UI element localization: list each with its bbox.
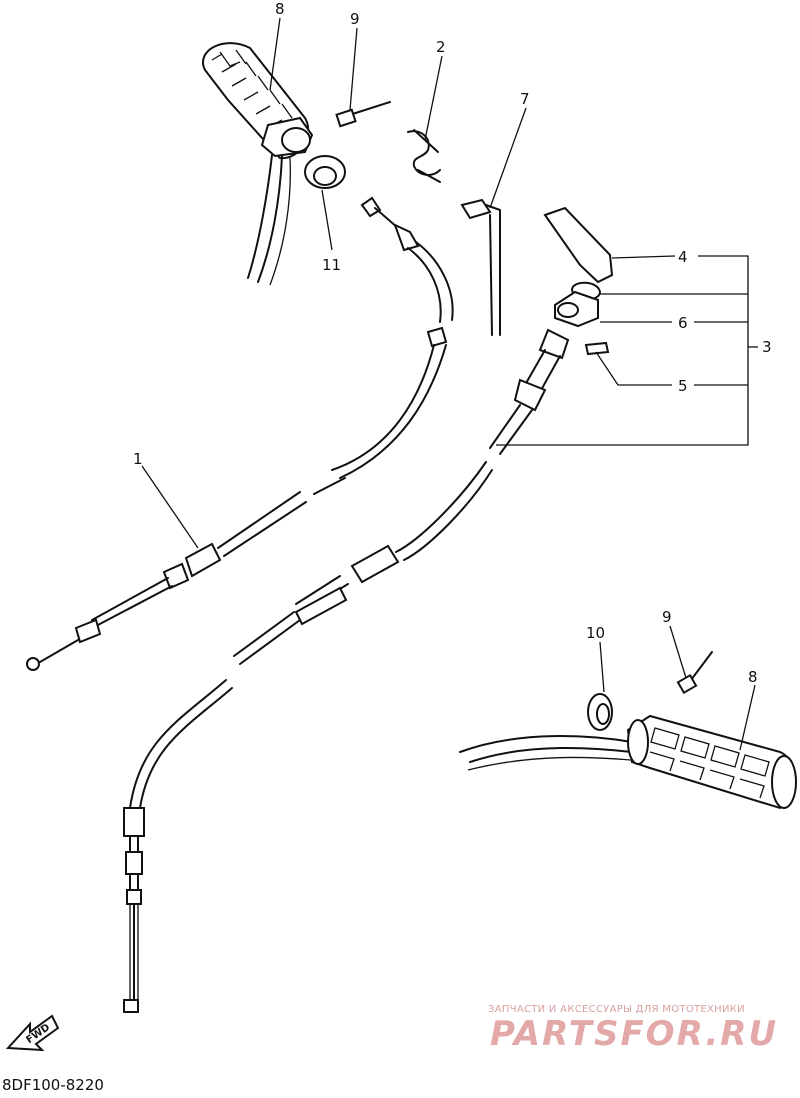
diagram-code: 8DF100-8220 [2, 1076, 104, 1094]
ring-11 [304, 155, 346, 189]
right-grip [459, 714, 797, 810]
callout-1: 1 [133, 450, 143, 468]
callout-2: 2 [436, 38, 446, 56]
cable-3 [123, 328, 570, 1013]
clip-2 [407, 129, 441, 183]
callout-8-right: 8 [748, 668, 758, 686]
watermark-logo: PARTSFOR.RU [490, 1014, 779, 1054]
lever-assembly [543, 206, 614, 356]
callout-7: 7 [520, 90, 530, 108]
screw-bottom [676, 651, 713, 695]
callouts: 8 9 2 7 11 4 6 3 5 1 10 9 8 [133, 0, 772, 686]
callout-4: 4 [678, 248, 688, 266]
callout-6: 6 [678, 314, 688, 332]
fwd-arrow: FWD [5, 1014, 60, 1052]
leader-lines [141, 17, 758, 751]
callout-9-top: 9 [350, 10, 360, 28]
cable-7 [460, 198, 501, 336]
callout-10: 10 [586, 624, 605, 642]
callout-8-left: 8 [275, 0, 285, 18]
cable-1 [26, 196, 454, 671]
screw-top [335, 101, 391, 128]
callout-11: 11 [322, 256, 341, 274]
callout-9-bottom: 9 [662, 608, 672, 626]
callout-3: 3 [762, 338, 772, 356]
ring-10 [587, 693, 613, 731]
left-grip [202, 42, 314, 286]
watermark-tagline: ЗАПЧАСТИ И АКСЕССУАРЫ ДЛЯ МОТОТЕХНИКИ [488, 1004, 745, 1015]
callout-5: 5 [678, 377, 688, 395]
